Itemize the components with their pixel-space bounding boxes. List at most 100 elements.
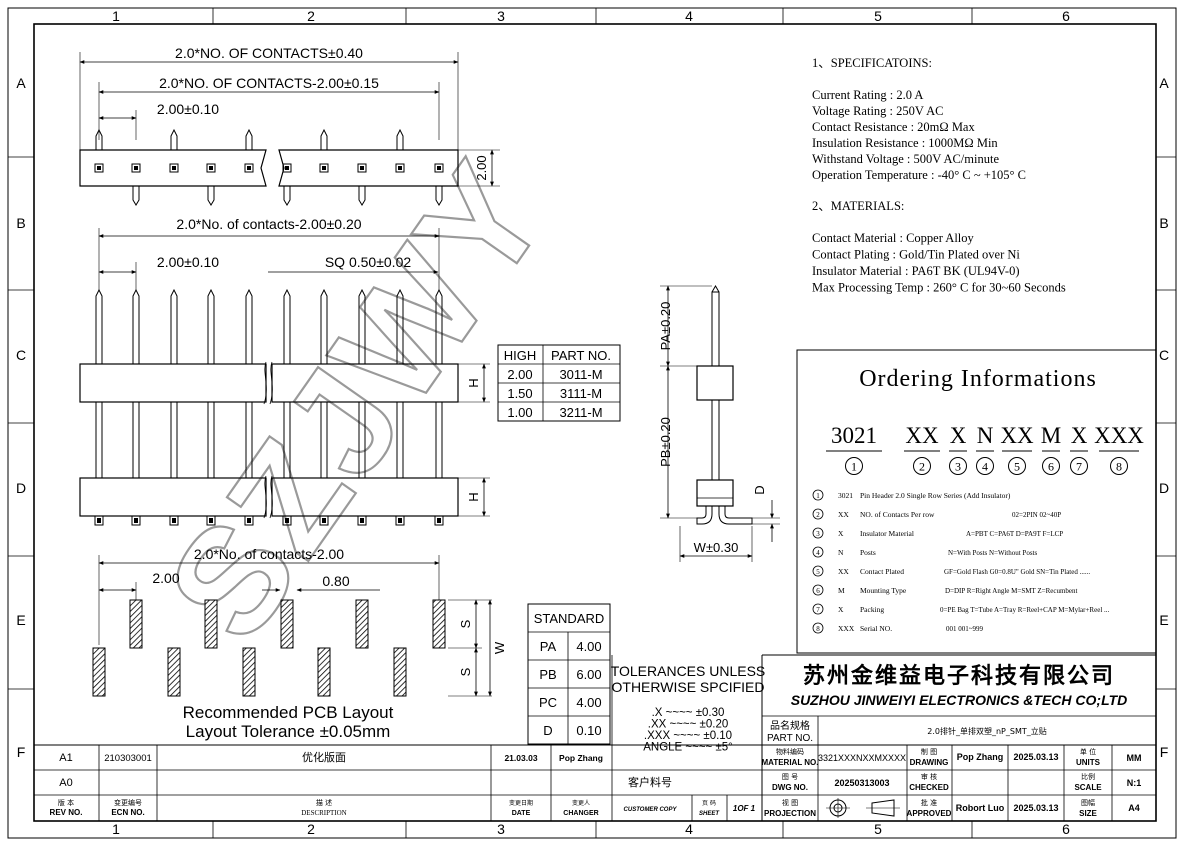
ordering-item-code: XX (838, 567, 849, 576)
sheet-label-cn: 页 码 (702, 799, 716, 807)
dwg-label-en: DWG NO. (772, 783, 808, 792)
approver-name: Robort Luo (956, 803, 1005, 813)
front-view-pin (282, 288, 292, 526)
top-view-pin (206, 163, 216, 206)
ordering-item-code: XX (838, 510, 849, 519)
specification-line: Withstand Voltage : 500V AC/minute (812, 152, 999, 166)
ordering-code-number-circle (1042, 457, 1060, 475)
high-table-cell: 1.50 (507, 386, 532, 401)
ordering-item-number: 2 (816, 511, 820, 519)
top-dim-overall: 2.0*NO. OF CONTACTS±0.40 (175, 45, 363, 61)
ordering-item-number-circle (812, 603, 824, 615)
drawing-label-cn: 制 图 (921, 747, 937, 756)
revision-row: A0 (59, 777, 72, 789)
standard-table-cell: PC (539, 695, 557, 710)
top-view-pin (94, 128, 104, 173)
front-view-pin (206, 288, 216, 526)
ordering-item-number-circle (812, 489, 824, 501)
units-value: MM (1127, 753, 1142, 763)
row-marker: F (1160, 744, 1169, 760)
high-table-cell: 3111-M (560, 386, 602, 401)
revision-rev: A1 (59, 752, 72, 764)
front-view-pin (131, 288, 141, 526)
size-label-cn: 图幅 (1081, 798, 1095, 807)
side-dim-d: D (752, 485, 767, 494)
front-dim-span: 2.0*No. of contacts-2.00±0.20 (176, 216, 361, 232)
tolerance-line: .XX ~~~~ ±0.20 (648, 719, 728, 731)
ordering-code: XXX (1094, 423, 1144, 448)
column-marker: 2 (307, 821, 315, 837)
material-no: 3321XXXNXXMXXXX (818, 753, 906, 763)
dwg-label-cn: 图 号 (782, 773, 798, 781)
specification-line: Contact Resistance : 20mΩ Max (812, 120, 975, 134)
row-marker: A (16, 75, 26, 91)
revision-description: 优化版面 (302, 750, 346, 764)
column-marker: 5 (874, 821, 882, 837)
high-table-cell: 1.00 (507, 405, 532, 420)
front-view-pin (94, 288, 104, 526)
material-label-en: MATERIAL NO. (761, 758, 818, 767)
material-line: Contact Material : Copper Alloy (812, 231, 975, 245)
ordering-item-options: 02=2PIN 02~40P (1012, 511, 1061, 519)
desc-header-en: DESCRIPTION (301, 809, 347, 817)
top-dim-pitch: 2.00±0.10 (157, 101, 219, 117)
tolerance-line: .X ~~~~ ±0.30 (652, 707, 725, 719)
top-view-pin (434, 163, 444, 206)
front-view-pin (434, 288, 444, 526)
date-header-en: DATE (512, 810, 531, 817)
high-table-cell: 3211-M (559, 405, 602, 420)
pcb-dim-s-lower: S (458, 667, 473, 676)
tolerance-line: ANGLE ~~~~ ±5° (643, 742, 733, 754)
ecn-header-cn: 变更编号 (114, 798, 142, 807)
revision-rev: A0 (59, 777, 72, 789)
front-h-lower: H (466, 492, 481, 501)
pcb-caption-2: Layout Tolerance ±0.05mm (186, 722, 391, 741)
ordering-code-number-circle (949, 457, 967, 475)
side-view: PA±0.20 PB±0.20 D W±0.30 (658, 285, 780, 562)
ordering-item-number: 4 (816, 549, 820, 557)
top-view-pin (282, 163, 292, 206)
ordering-item-code: 3021 (838, 491, 853, 500)
top-view-pin (319, 128, 329, 173)
column-marker: 1 (112, 821, 120, 837)
column-marker: 5 (874, 8, 882, 24)
specification-line: Insulation Resistance : 1000MΩ Min (812, 136, 998, 150)
rev-header-cn: 版 本 (58, 798, 74, 807)
pcb-dim-pitch: 2.00 (152, 570, 179, 586)
ordering-item-name: Pin Header 2.0 Single Row Series (Add In… (860, 491, 1011, 500)
standard-table-cell: PA (540, 639, 557, 654)
ordering-code-number-circle (845, 457, 863, 475)
ordering-item-options: 0=PE Bag T=Tube A=Tray R=Reel+CAP M=Myla… (940, 606, 1110, 614)
ordering-item-number-circle (812, 565, 824, 577)
size-value: A4 (1128, 803, 1140, 813)
column-marker: 2 (307, 8, 315, 24)
scale-label-cn: 比例 (1081, 772, 1095, 781)
units-label-en: UNITS (1076, 758, 1101, 767)
ordering-item-code: N (838, 548, 844, 557)
pcb-layout: 2.0*No. of contacts-2.00 2.00 0.80 S S W… (92, 546, 507, 741)
column-marker: 3 (497, 8, 505, 24)
title-block: 苏州金维益电子科技有限公司 SUZHOU JINWEIYI ELECTRONIC… (34, 654, 1156, 821)
ordering-code-number: 2 (919, 460, 925, 474)
revision-ecn: 210303001 (104, 753, 152, 764)
ordering-code-number-circle (1070, 457, 1088, 475)
front-view-pin (319, 288, 329, 526)
standard-table-cell: 4.00 (576, 639, 601, 654)
front-view-pin (169, 288, 179, 526)
ordering-code-number: 5 (1014, 460, 1020, 474)
ecn-header-en: ECN NO. (111, 808, 144, 817)
company-name-cn: 苏州金维益电子科技有限公司 (803, 663, 1115, 689)
row-marker: D (1159, 480, 1169, 496)
ordering-item-options: N=With Posts N=Without Posts (948, 549, 1037, 557)
pcb-pad (129, 599, 143, 649)
units-label-cn: 单 位 (1080, 747, 1096, 756)
ordering-item-number: 6 (816, 587, 820, 595)
ordering-item-name: Packing (860, 605, 884, 614)
company-name-en: SUZHOU JINWEIYI ELECTRONICS &TECH CO;LTD (791, 692, 1128, 708)
high-table-cell: 2.00 (507, 367, 532, 382)
ordering-item-name: Serial NO. (860, 624, 892, 633)
pcb-pad (393, 647, 407, 697)
